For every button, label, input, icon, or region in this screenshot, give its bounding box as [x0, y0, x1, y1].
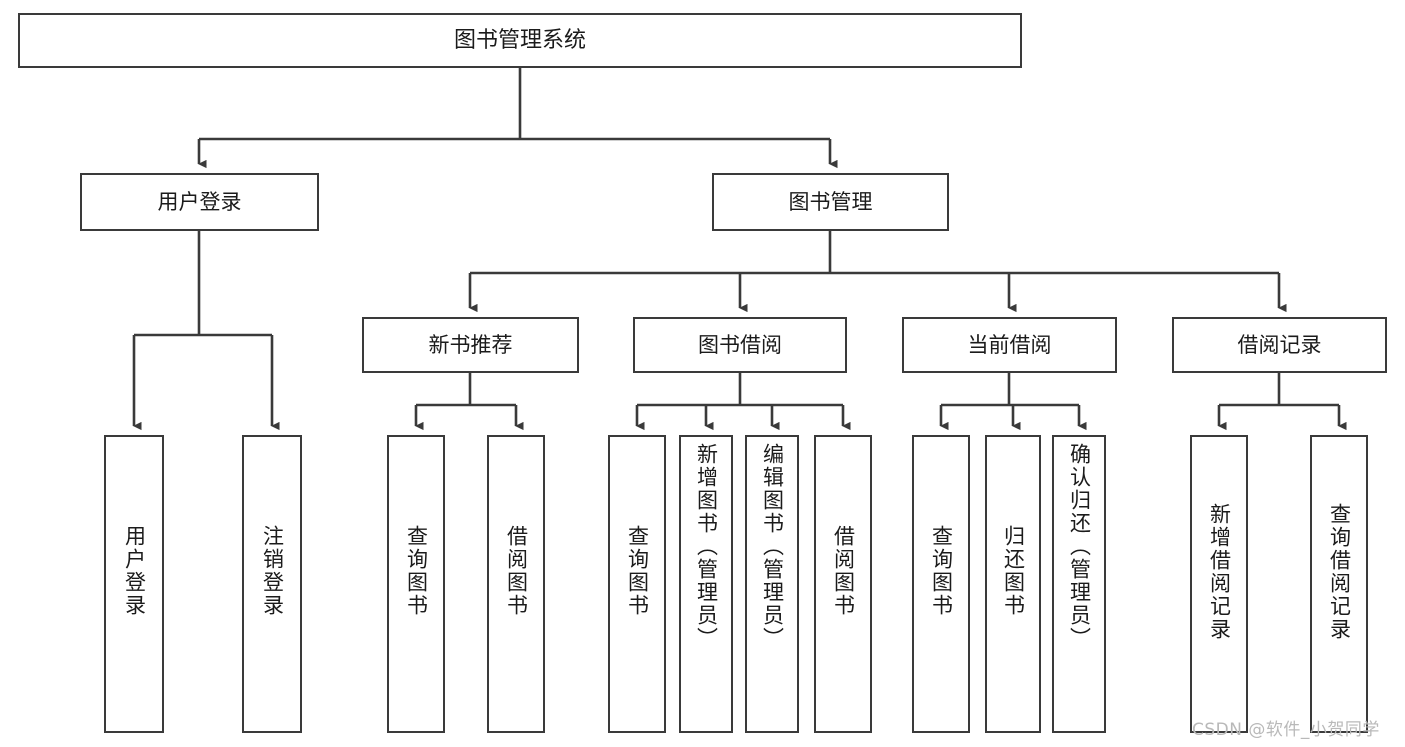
node-leaf-add-record[interactable]: 新增借阅记录 [1190, 435, 1248, 733]
node-book-borrow-label: 图书借阅 [698, 332, 782, 357]
node-leaf-query-record-label: 查询借阅记录 [1327, 503, 1352, 641]
node-leaf-return-book[interactable]: 归还图书 [985, 435, 1041, 733]
node-leaf-borrow-book-2-label: 借阅图书 [831, 525, 856, 617]
node-leaf-return-book-label: 归还图书 [1001, 525, 1026, 617]
node-leaf-user-login[interactable]: 用户登录 [104, 435, 164, 733]
node-leaf-query-book-2[interactable]: 查询图书 [608, 435, 666, 733]
node-current-borrow-label: 当前借阅 [967, 332, 1052, 357]
node-book-borrow[interactable]: 图书借阅 [633, 317, 847, 373]
node-leaf-edit-book-label: 编辑图书（管理员） [760, 443, 785, 650]
node-leaf-query-book-1[interactable]: 查询图书 [387, 435, 445, 733]
node-borrow-record[interactable]: 借阅记录 [1172, 317, 1387, 373]
node-leaf-user-login-label: 用户登录 [122, 525, 147, 617]
node-leaf-query-book-2-label: 查询图书 [625, 525, 650, 617]
node-borrow-record-label: 借阅记录 [1237, 332, 1322, 357]
node-root-label: 图书管理系统 [453, 27, 586, 53]
node-leaf-query-book-3-label: 查询图书 [929, 525, 954, 617]
node-leaf-query-book-3[interactable]: 查询图书 [912, 435, 970, 733]
node-current-borrow[interactable]: 当前借阅 [902, 317, 1117, 373]
node-leaf-edit-book[interactable]: 编辑图书（管理员） [745, 435, 799, 733]
node-leaf-confirm-return-label: 确认归还（管理员） [1067, 443, 1092, 650]
node-leaf-add-record-label: 新增借阅记录 [1207, 503, 1232, 641]
node-book-manage[interactable]: 图书管理 [712, 173, 949, 231]
node-user-login-label: 用户登录 [157, 189, 242, 214]
node-leaf-add-book[interactable]: 新增图书（管理员） [679, 435, 733, 733]
node-leaf-logout[interactable]: 注销登录 [242, 435, 302, 733]
node-root[interactable]: 图书管理系统 [18, 13, 1022, 68]
node-leaf-confirm-return[interactable]: 确认归还（管理员） [1052, 435, 1106, 733]
node-leaf-query-record[interactable]: 查询借阅记录 [1310, 435, 1368, 733]
node-leaf-borrow-book-2[interactable]: 借阅图书 [814, 435, 872, 733]
node-user-login[interactable]: 用户登录 [80, 173, 319, 231]
node-leaf-borrow-book-1[interactable]: 借阅图书 [487, 435, 545, 733]
node-new-book-rec-label: 新书推荐 [428, 332, 513, 357]
node-leaf-borrow-book-1-label: 借阅图书 [504, 525, 529, 617]
csdn-watermark: CSDN @软件_小贺同学 [1192, 720, 1380, 740]
node-leaf-add-book-label: 新增图书（管理员） [694, 443, 719, 650]
node-new-book-rec[interactable]: 新书推荐 [362, 317, 579, 373]
node-book-manage-label: 图书管理 [788, 189, 873, 214]
node-leaf-logout-label: 注销登录 [260, 525, 285, 617]
node-leaf-query-book-1-label: 查询图书 [404, 525, 429, 617]
